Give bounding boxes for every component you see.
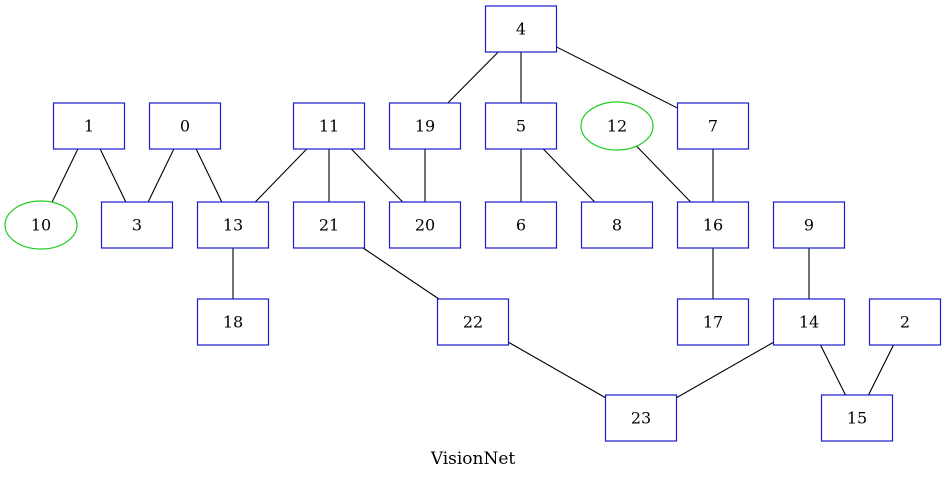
edge-11-13 xyxy=(254,148,308,203)
node-box-shape xyxy=(196,201,270,249)
node-ellipse-shape xyxy=(4,200,78,250)
node-8: 8 xyxy=(580,201,654,249)
node-label: 7 xyxy=(708,117,718,136)
edge-14-23 xyxy=(676,341,774,399)
node-9: 9 xyxy=(772,201,846,249)
node-box-shape xyxy=(148,102,222,150)
node-label: 18 xyxy=(223,313,243,332)
graph-title: VisionNet xyxy=(430,449,516,469)
node-box-shape xyxy=(772,298,846,346)
edge-21-22 xyxy=(362,247,440,300)
edge-14-15 xyxy=(820,344,846,396)
node-0: 0 xyxy=(148,102,222,150)
node-5: 5 xyxy=(484,102,558,150)
node-6: 6 xyxy=(484,201,558,249)
node-label: 1 xyxy=(84,117,94,136)
node-2: 2 xyxy=(868,298,942,346)
node-label: 21 xyxy=(319,216,339,235)
node-14: 14 xyxy=(772,298,846,346)
node-box-shape xyxy=(772,201,846,249)
node-23: 23 xyxy=(604,394,678,442)
node-11: 11 xyxy=(292,102,366,150)
node-box-shape xyxy=(436,298,510,346)
node-label: 6 xyxy=(516,216,526,235)
node-label: 20 xyxy=(415,216,435,235)
node-13: 13 xyxy=(196,201,270,249)
node-box-shape xyxy=(604,394,678,442)
node-17: 17 xyxy=(676,298,750,346)
node-box-shape xyxy=(196,298,270,346)
node-label: 17 xyxy=(703,313,723,332)
edge-1-10 xyxy=(51,148,79,203)
node-box-shape xyxy=(388,201,462,249)
edge-22-23 xyxy=(508,341,606,399)
node-label: 15 xyxy=(847,409,867,428)
node-label: 13 xyxy=(223,216,243,235)
node-12: 12 xyxy=(580,101,654,151)
node-19: 19 xyxy=(388,102,462,150)
node-7: 7 xyxy=(676,102,750,150)
node-16: 16 xyxy=(676,201,750,249)
node-box-shape xyxy=(292,102,366,150)
node-15: 15 xyxy=(820,394,894,442)
node-22: 22 xyxy=(436,298,510,346)
edge-0-13 xyxy=(195,148,223,203)
edge-11-20 xyxy=(350,148,404,203)
node-3: 3 xyxy=(100,201,174,249)
node-label: 2 xyxy=(900,313,910,332)
node-18: 18 xyxy=(196,298,270,346)
node-label: 0 xyxy=(180,117,190,136)
node-label: 16 xyxy=(703,216,723,235)
node-box-shape xyxy=(484,102,558,150)
edges-layer xyxy=(51,46,894,399)
node-label: 5 xyxy=(516,117,526,136)
node-label: 10 xyxy=(31,216,51,235)
node-label: 14 xyxy=(799,313,819,332)
node-box-shape xyxy=(820,394,894,442)
node-box-shape xyxy=(100,201,174,249)
node-1: 1 xyxy=(52,102,126,150)
node-box-shape xyxy=(676,102,750,150)
node-box-shape xyxy=(676,201,750,249)
node-label: 19 xyxy=(415,117,435,136)
node-21: 21 xyxy=(292,201,366,249)
node-box-shape xyxy=(52,102,126,150)
node-4: 4 xyxy=(484,5,558,53)
node-label: 12 xyxy=(607,117,627,136)
node-box-shape xyxy=(484,201,558,249)
node-label: 3 xyxy=(132,216,142,235)
edge-0-3 xyxy=(147,148,175,203)
node-box-shape xyxy=(676,298,750,346)
node-label: 22 xyxy=(463,313,483,332)
edge-1-3 xyxy=(99,148,127,203)
node-label: 4 xyxy=(516,20,526,39)
node-label: 23 xyxy=(631,409,651,428)
edge-4-7 xyxy=(556,46,678,109)
node-box-shape xyxy=(388,102,462,150)
node-label: 9 xyxy=(804,216,814,235)
node-ellipse-shape xyxy=(580,101,654,151)
node-10: 10 xyxy=(4,200,78,250)
node-20: 20 xyxy=(388,201,462,249)
node-label: 11 xyxy=(319,117,339,136)
node-box-shape xyxy=(868,298,942,346)
edge-5-8 xyxy=(542,148,596,203)
edge-4-19 xyxy=(447,51,499,104)
edge-2-15 xyxy=(868,344,894,396)
node-box-shape xyxy=(580,201,654,249)
node-label: 8 xyxy=(612,216,622,235)
edge-12-16 xyxy=(636,145,692,203)
node-box-shape xyxy=(484,5,558,53)
node-box-shape xyxy=(292,201,366,249)
